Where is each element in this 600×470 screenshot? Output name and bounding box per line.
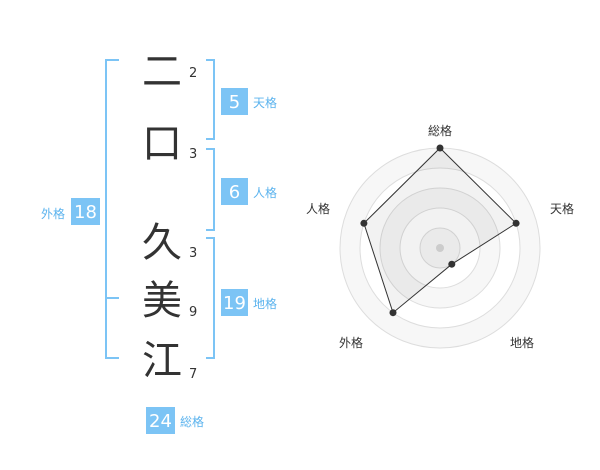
gaikaku-bracket bbox=[105, 59, 119, 359]
chikaku-badge: 19 地格 bbox=[221, 289, 277, 316]
name-char-1: 二 bbox=[142, 49, 182, 95]
stroke-count-4: 9 bbox=[189, 305, 197, 320]
radar-label-jinkaku: 人格 bbox=[306, 201, 330, 216]
soukaku-badge-box bbox=[146, 407, 175, 434]
tenkaku-badge: 5 天格 bbox=[221, 88, 277, 115]
name-char-5: 江 bbox=[142, 338, 182, 384]
soukaku-value: 24 bbox=[149, 411, 172, 432]
radar-label-tenkaku: 天格 bbox=[550, 201, 574, 216]
fortune-badges: 5 天格 6 人格 19 地格 外格 18 24 総格 bbox=[41, 88, 277, 434]
chikaku-bracket bbox=[206, 237, 215, 359]
name-characters: 二 2 口 3 久 3 美 9 江 7 bbox=[142, 49, 197, 384]
gaikaku-badge: 外格 18 bbox=[41, 198, 100, 225]
name-char-2: 口 bbox=[142, 121, 182, 167]
gaikaku-label: 外格 bbox=[41, 206, 65, 221]
stroke-count-1: 2 bbox=[189, 66, 197, 81]
radar-polygon bbox=[363, 147, 517, 314]
tenkaku-value: 5 bbox=[229, 92, 240, 113]
stroke-count-2: 3 bbox=[189, 147, 197, 162]
radar-point-tenkaku bbox=[512, 219, 520, 227]
stroke-count-5: 7 bbox=[189, 367, 197, 382]
jinkaku-badge-box bbox=[221, 178, 248, 205]
brackets bbox=[105, 59, 215, 359]
jinkaku-label: 人格 bbox=[253, 185, 277, 200]
radar-point-soukaku bbox=[436, 144, 444, 152]
radar-point-gaikaku bbox=[389, 309, 397, 317]
name-char-3: 久 bbox=[142, 220, 182, 266]
radar-center-dot bbox=[436, 244, 444, 252]
soukaku-label: 総格 bbox=[180, 414, 204, 429]
radar-label-soukaku: 総格 bbox=[428, 123, 452, 138]
chikaku-value: 19 bbox=[223, 293, 246, 314]
radar-point-jinkaku bbox=[360, 219, 368, 227]
name-char-4: 美 bbox=[142, 278, 182, 324]
stroke-count-3: 3 bbox=[189, 246, 197, 261]
chikaku-badge-box bbox=[221, 289, 248, 316]
jinkaku-value: 6 bbox=[229, 182, 240, 203]
radar-points bbox=[360, 144, 520, 317]
radar-point-chikaku bbox=[448, 260, 456, 268]
radar-label-gaikaku: 外格 bbox=[339, 335, 363, 350]
gaikaku-badge-box bbox=[71, 198, 100, 225]
radar-chart: 総格 天格 地格 外格 人格 bbox=[306, 123, 574, 350]
radar-label-chikaku: 地格 bbox=[510, 335, 534, 350]
tenkaku-bracket bbox=[206, 59, 215, 140]
jinkaku-badge: 6 人格 bbox=[221, 178, 277, 205]
jinkaku-bracket bbox=[206, 148, 215, 231]
soukaku-badge: 24 総格 bbox=[146, 407, 204, 434]
tenkaku-label: 天格 bbox=[253, 95, 277, 110]
tenkaku-badge-box bbox=[221, 88, 248, 115]
gaikaku-value: 18 bbox=[74, 202, 97, 223]
chikaku-label: 地格 bbox=[253, 296, 277, 311]
